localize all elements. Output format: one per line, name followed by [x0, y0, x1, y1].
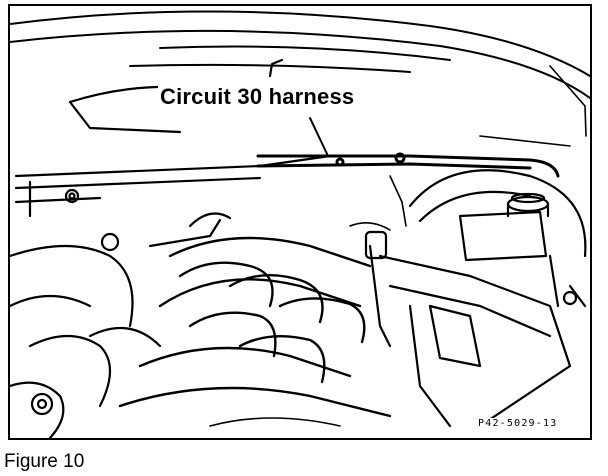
cowl-panel: [14, 58, 332, 218]
part-number-label: P42-5029-13: [476, 418, 560, 429]
intake-manifold: [118, 236, 392, 418]
harness-line: [256, 117, 560, 178]
misc-details: [209, 65, 587, 427]
hood-outline: [10, 10, 590, 99]
harness-callout-label: Circuit 30 harness: [158, 84, 357, 110]
valve-cover: [364, 230, 572, 428]
left-hoses: [10, 212, 232, 438]
figure-caption: Figure 10: [4, 451, 85, 472]
engine-bay-illustration: [8, 4, 592, 440]
engine-line-drawing: [10, 10, 590, 438]
brake-booster: [408, 169, 587, 308]
